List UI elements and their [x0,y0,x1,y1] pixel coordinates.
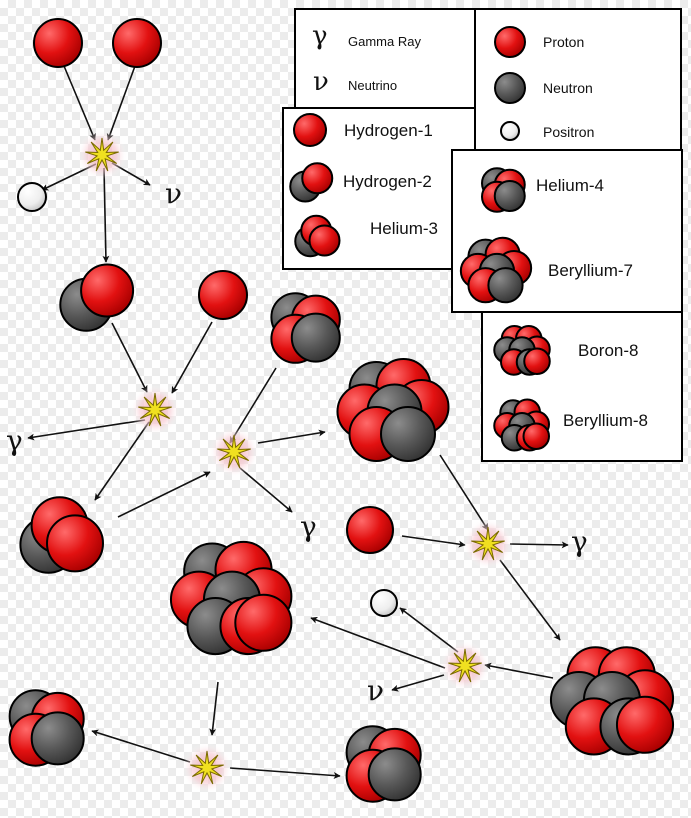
proton-ball [494,26,526,58]
hydrogen1-nucleus [112,18,162,68]
reaction-arrow [209,681,219,736]
legend-proton-label: Proton [543,34,584,50]
proton-ball [112,18,162,68]
reaction-arrow [239,467,293,513]
neutrino-emission-symbol: ν [367,674,384,707]
legend-hydrogen2-icon [289,162,334,203]
reaction-arrow [111,322,148,393]
neutron-ball [290,312,341,363]
positron-ball [500,121,520,141]
reaction-arrow [509,541,569,549]
legend-neutron-label: Neutron [543,80,593,96]
neutron-ball [380,406,436,462]
reaction-arrow [91,729,191,763]
gamma-emission-symbol: γ [300,510,317,543]
legend-beryllium8-icon [493,398,550,452]
positron-ball [17,182,47,212]
reaction-arrow [439,454,489,531]
legend-hydrogen1-icon [293,113,327,147]
reaction-arrow [171,321,213,394]
reaction-arrow [106,65,136,141]
reaction-arrow [484,662,554,679]
neutron-ball [487,267,524,304]
proton-ball [346,506,394,554]
reaction-arrow [399,607,459,653]
legend-beryllium7-label: Beryllium-7 [548,261,633,280]
proton-ball [308,224,341,257]
gamma-emission-symbol: γ [6,424,23,457]
legend-hydrogen2-label: Hydrogen-2 [343,172,432,191]
reaction-arrow [117,471,211,518]
helium3-nucleus [270,292,341,364]
reaction-arrow [229,767,341,780]
legend-hydrogen1-label: Hydrogen-1 [344,121,433,140]
hydrogen1-nucleus [198,270,248,320]
legend-neutrino-symbol: ν [313,67,329,97]
reaction-star [463,519,513,569]
legend-boron8-label: Boron-8 [578,341,638,360]
beryllium8-nucleus [169,540,293,656]
proton-ball [301,162,334,195]
reaction-glows [77,130,513,793]
reaction-arrow [27,419,146,441]
reaction-arrow [94,421,150,501]
legend-beryllium7-icon [459,236,533,304]
boron8-nucleus [549,646,675,756]
hydrogen1-nucleus [33,18,83,68]
legend-helium4-icon [481,167,526,213]
proton-ball [234,593,293,652]
neutron-ball [30,711,85,766]
emission-symbols: ν γ γ γ ν [6,177,588,707]
legend-boron8-icon [493,325,551,376]
helium4-nucleus [345,725,422,803]
helium3-nucleus [19,496,104,574]
hydrogen1-nucleus [346,506,394,554]
gamma-emission-symbol: γ [571,525,588,558]
reaction-arrow [310,616,446,669]
neutron-ball [493,180,526,212]
reaction-arrow [401,535,466,548]
reaction-arrow [257,429,326,444]
reaction-star [130,385,180,435]
legend-icons [289,26,551,452]
hydrogen2-nucleus [59,263,135,332]
neutron-ball [494,72,526,104]
proton-ball [293,113,327,147]
helium4-nucleus [8,689,85,767]
proton-ball [80,263,135,318]
legend [282,8,683,462]
legend-helium3-label: Helium-3 [370,219,438,238]
reaction-arrow [102,167,110,263]
legend-text: γ Gamma Ray ν Neutrino Proton Neutron Po… [312,21,648,430]
proton-ball [523,347,551,375]
legend-gamma-symbol: γ [312,21,328,51]
reaction-star [182,743,232,793]
legend-gamma-label: Gamma Ray [348,34,421,49]
legend-beryllium8-label: Beryllium-8 [563,411,648,430]
legend-helium3-icon [294,214,341,258]
reaction-star [209,427,259,477]
proton-ball [522,422,550,450]
proton-ball [615,695,675,754]
reaction-arrow [63,65,96,141]
particles [8,18,675,803]
legend-helium4-label: Helium-4 [536,176,604,195]
neutron-ball [367,747,422,802]
legend-neutrino-label: Neutrino [348,78,397,93]
reaction-arrows [27,65,569,780]
proton-ball [198,270,248,320]
legend-positron-label: Positron [543,124,594,140]
reaction-star [77,130,127,180]
proton-ball [33,18,83,68]
reaction-star [440,641,490,691]
proton-ball [46,514,104,573]
neutrino-emission-symbol: ν [165,177,182,210]
beryllium7-nucleus [336,358,450,462]
reaction-arrow [391,674,445,692]
reaction-arrow [499,559,561,641]
positron-ball [370,589,398,617]
